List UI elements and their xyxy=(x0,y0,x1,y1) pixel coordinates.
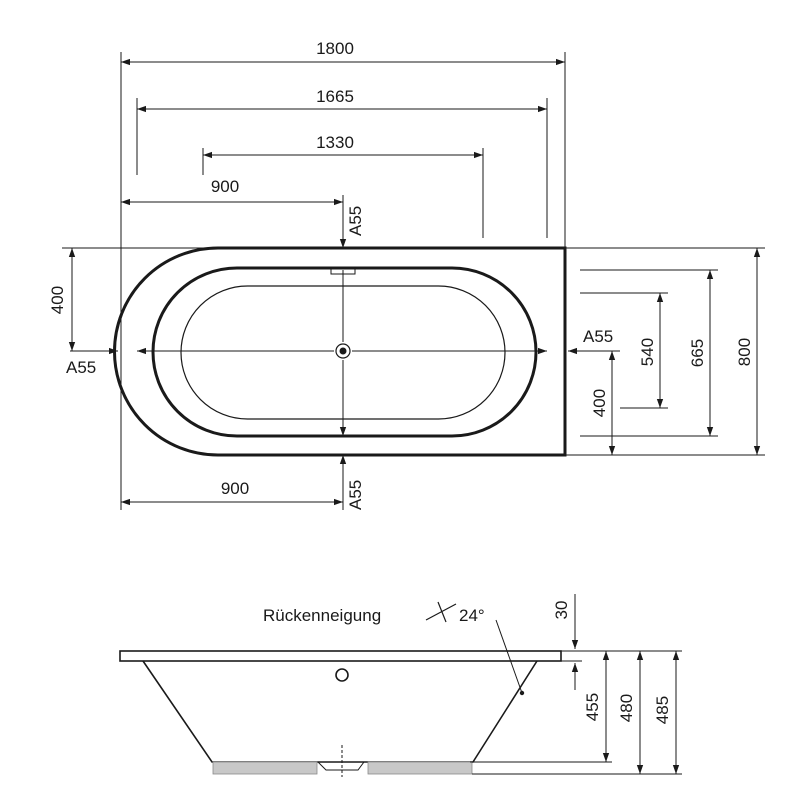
dim-label-540: 540 xyxy=(638,338,657,366)
tub-body xyxy=(142,660,538,763)
dim-label-1330: 1330 xyxy=(316,133,354,152)
dim-label-400-right: 400 xyxy=(590,389,609,417)
drain-inner xyxy=(339,347,347,355)
dim-label-400-left: 400 xyxy=(48,286,67,314)
tub-foot-left xyxy=(212,761,318,775)
drain-outer xyxy=(335,343,351,359)
tub-inner-rim xyxy=(151,266,538,438)
dim-label-30: 30 xyxy=(552,601,571,620)
dim-label-665: 665 xyxy=(688,339,707,367)
dim-label-455: 455 xyxy=(583,693,602,721)
back-slope-angle: 24° xyxy=(459,606,485,625)
dim-label-1665: 1665 xyxy=(316,87,354,106)
back-slope-label: Rückenneigung xyxy=(263,606,381,625)
drain-mark-top: A55 xyxy=(346,206,365,236)
drain-mark-bottom: A55 xyxy=(346,480,365,510)
tub-outer-outline xyxy=(113,246,567,457)
dim-label-485: 485 xyxy=(653,696,672,724)
drain-mark-left: A55 xyxy=(66,358,96,377)
dim-label-480: 480 xyxy=(617,694,636,722)
top-view: 1800 1665 1330 900 900 A55 A55 A55 A55 4… xyxy=(48,39,765,510)
angle-symbol-icon xyxy=(425,601,457,623)
overflow-hole xyxy=(335,668,349,682)
side-view: Rückenneigung 24° 30 455 480 485 xyxy=(119,594,682,777)
dim-label-800: 800 xyxy=(735,338,754,366)
dim-label-900-bottom: 900 xyxy=(221,479,249,498)
dim-label-1800: 1800 xyxy=(316,39,354,58)
tub-foot-right xyxy=(367,761,473,775)
drain-outlet xyxy=(317,761,365,771)
dim-label-900-top: 900 xyxy=(211,177,239,196)
tub-rim xyxy=(119,650,562,662)
drain-mark-right: A55 xyxy=(583,327,613,346)
